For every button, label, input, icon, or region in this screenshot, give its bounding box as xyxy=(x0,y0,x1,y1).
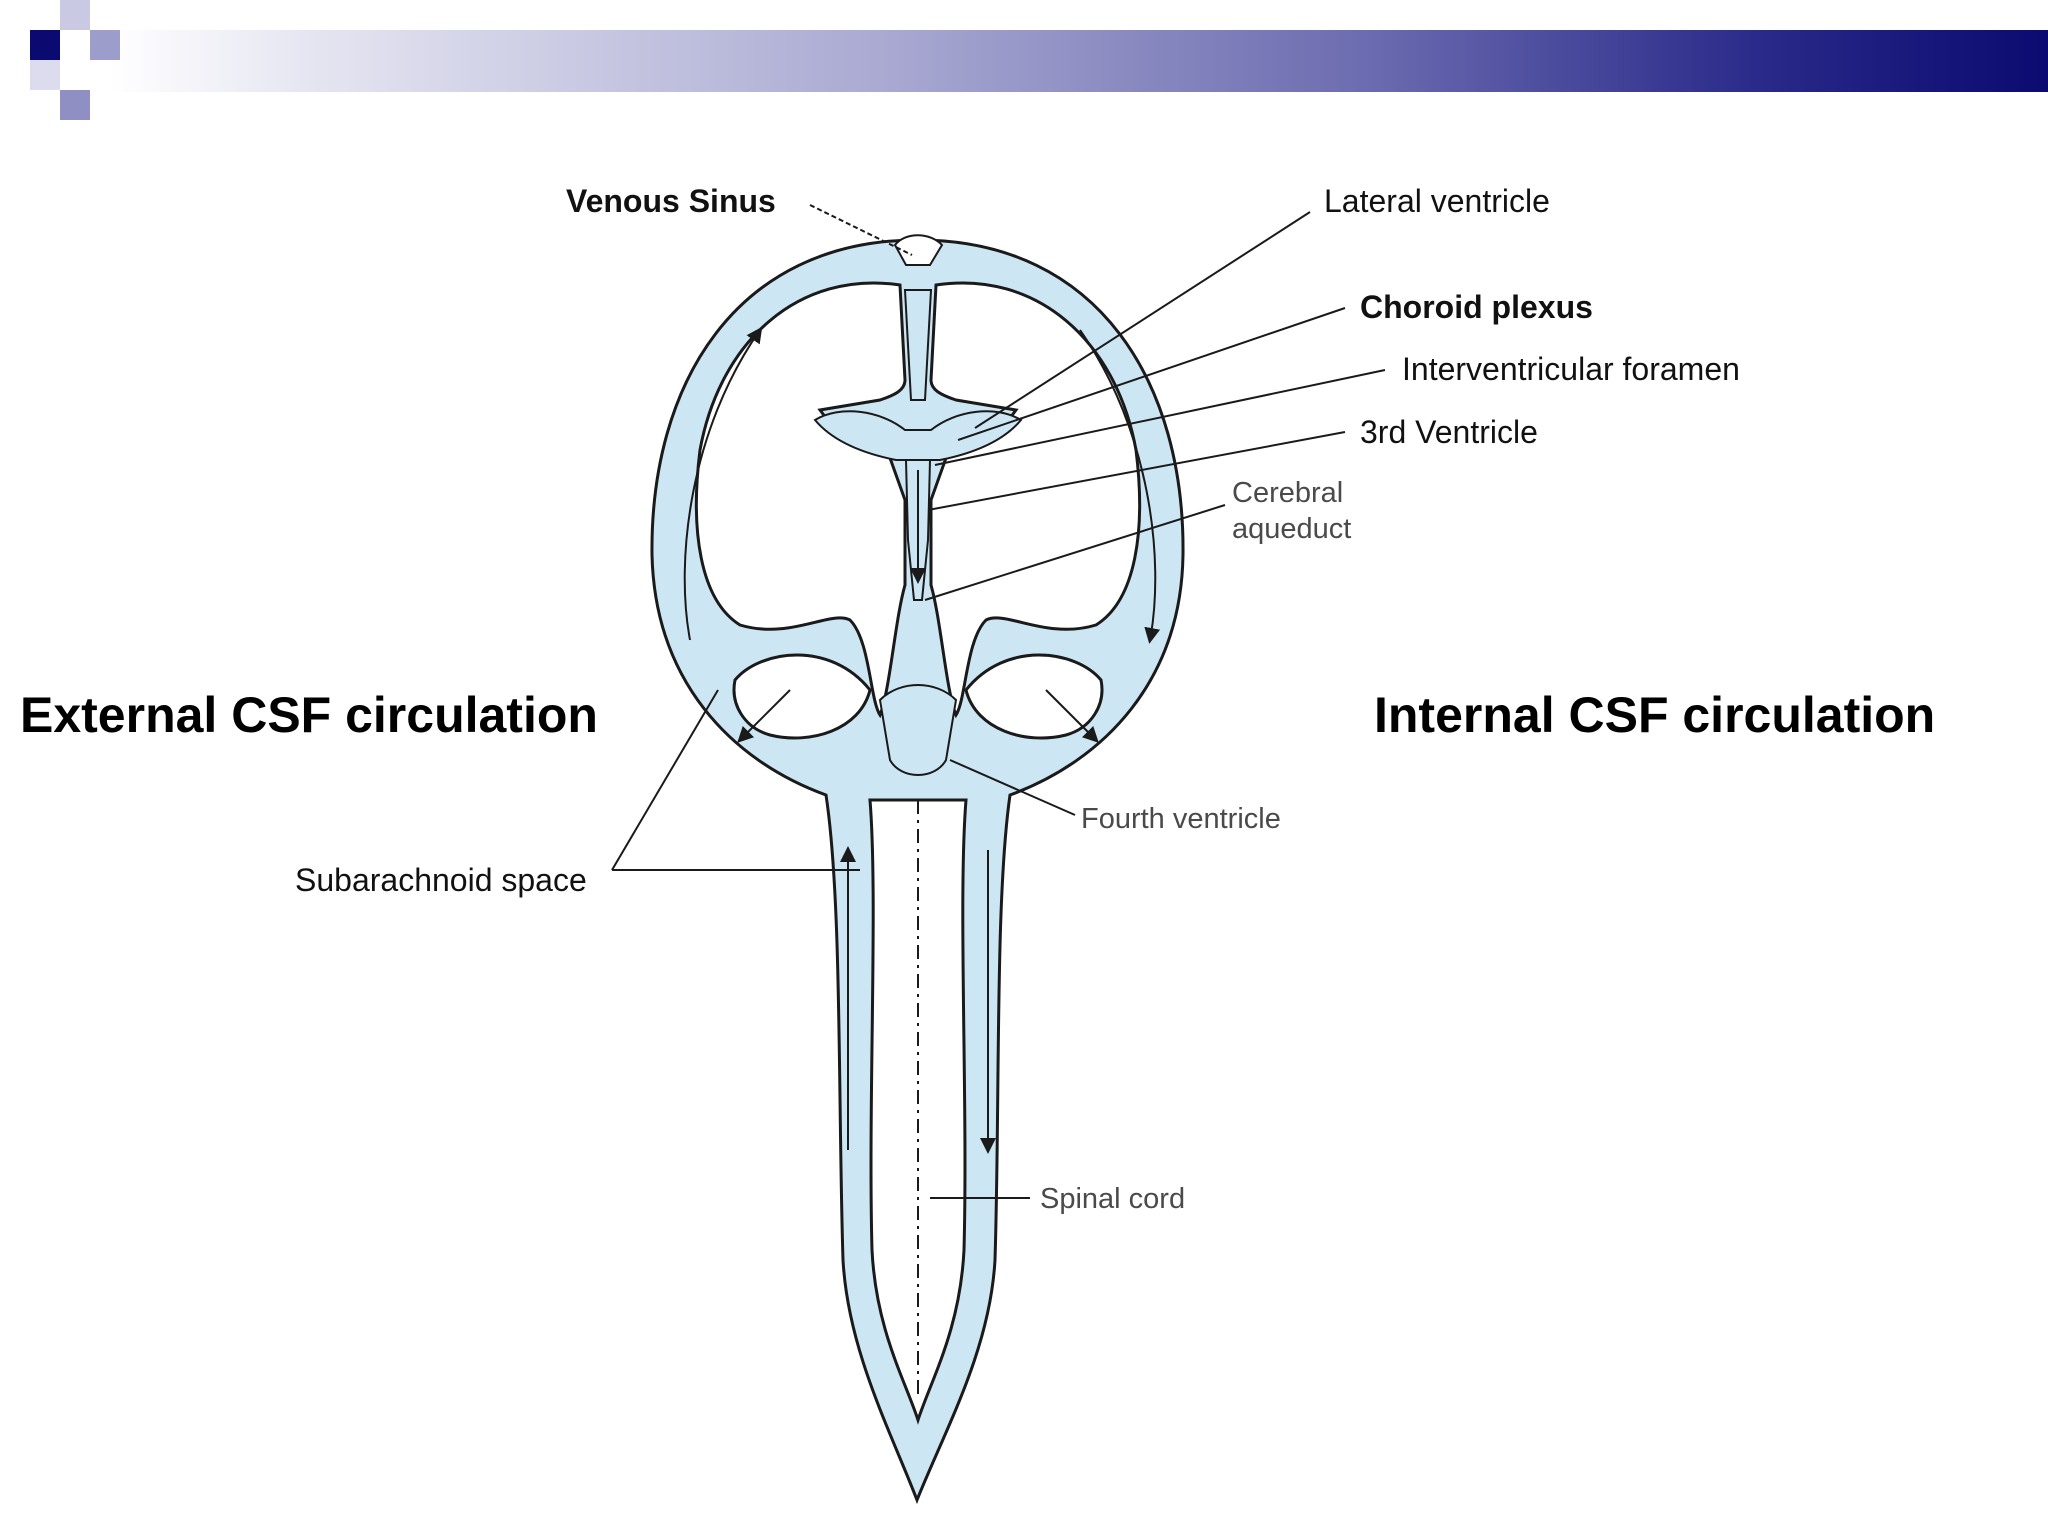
leader-third-ventricle xyxy=(927,431,1346,511)
left-cerebellum xyxy=(732,653,872,740)
label-third-ventricle: 3rd Ventricle xyxy=(1360,414,1538,450)
label-subarachnoid-space: Subarachnoid space xyxy=(295,862,587,898)
label-interventricular-foramen: Interventricular foramen xyxy=(1402,351,1740,387)
flow-arrow-left-skull xyxy=(683,326,763,641)
logo-square-mid xyxy=(90,30,120,60)
flow-arrow-right-skull xyxy=(1079,329,1161,644)
logo-square-mid-2 xyxy=(60,90,90,120)
flow-arrow-left-cerebellum xyxy=(737,689,791,743)
right-cerebellum xyxy=(964,653,1104,740)
lateral-ventricle-shape xyxy=(813,410,1023,461)
label-choroid-plexus: Choroid plexus xyxy=(1360,289,1593,325)
logo-square-light xyxy=(60,0,90,30)
venous-sinus-shape xyxy=(893,234,944,266)
label-fourth-ventricle: Fourth ventricle xyxy=(1081,803,1281,835)
leader-lateral-ventricle xyxy=(974,211,1311,429)
fourth-ventricle-shape xyxy=(878,684,958,776)
logo-square-light-2 xyxy=(30,60,60,90)
leader-fourth-ventricle xyxy=(949,759,1076,816)
leader-subarachnoid-space xyxy=(611,689,719,871)
label-lateral-ventricle: Lateral ventricle xyxy=(1324,183,1550,219)
longitudinal-fissure xyxy=(903,289,933,401)
logo-square-dark xyxy=(30,30,60,60)
heading-internal-csf: Internal CSF circulation xyxy=(1374,687,1936,743)
left-hemisphere xyxy=(694,281,907,719)
leader-cerebral-aqueduct xyxy=(924,504,1226,601)
leader-venous-sinus xyxy=(809,204,913,256)
leader-interventricular-foramen xyxy=(934,369,1386,466)
label-cerebral-aqueduct-line2: aqueduct xyxy=(1232,513,1352,545)
label-venous-sinus: Venous Sinus xyxy=(566,183,776,219)
flow-arrow-right-cerebellum xyxy=(1045,689,1099,743)
leader-choroid-plexus xyxy=(957,307,1346,441)
label-spinal-cord: Spinal cord xyxy=(1040,1183,1186,1215)
right-hemisphere xyxy=(929,281,1142,719)
header-gradient-bar xyxy=(110,30,2048,92)
heading-external-csf: External CSF circulation xyxy=(20,687,598,743)
label-cerebral-aqueduct-line1: Cerebral xyxy=(1232,477,1344,509)
